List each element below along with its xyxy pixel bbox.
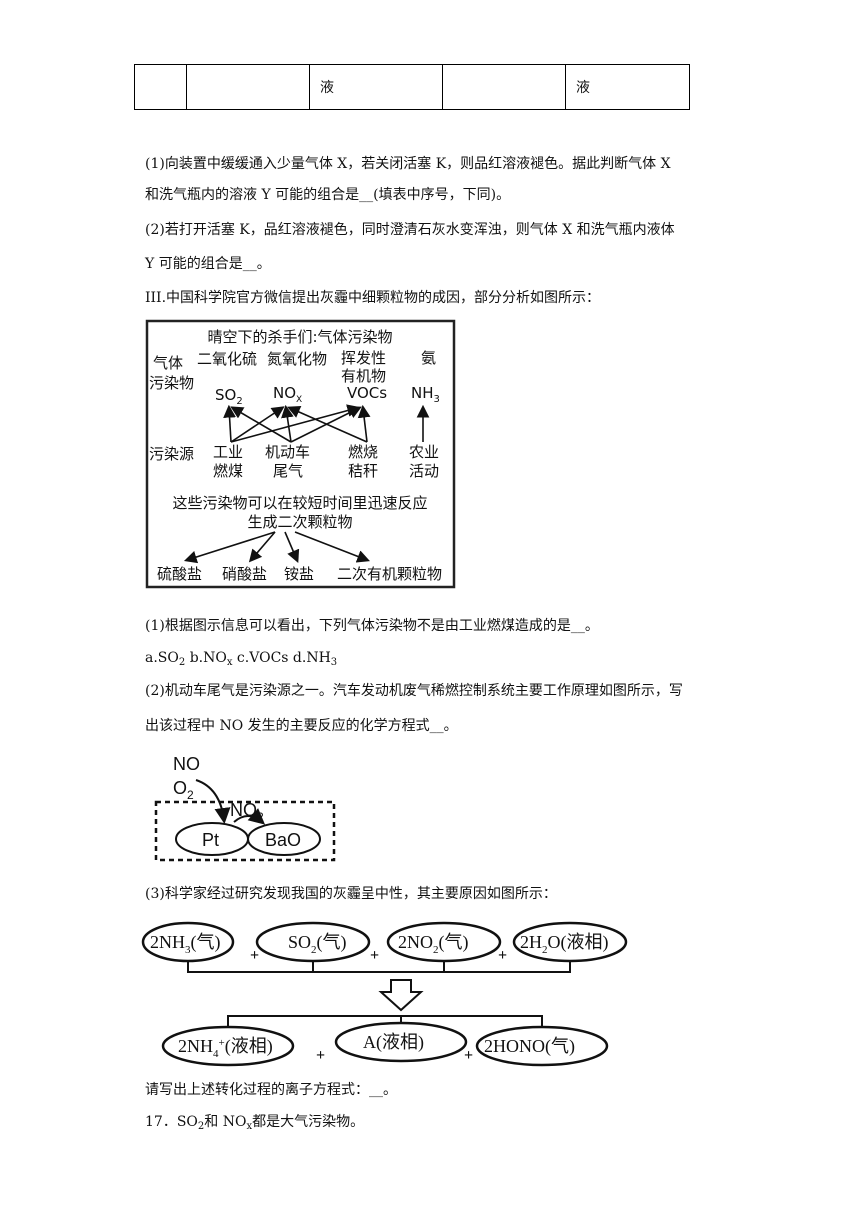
merge-brackets xyxy=(187,961,571,1027)
source-name: 秸秆 xyxy=(348,462,378,480)
section-3-question-2-line-2: 出该过程中 NO 发生的主要反应的化学方程式__。 xyxy=(145,718,458,734)
gas-name: 有机物 xyxy=(341,367,386,385)
product-hono: 2HONO(气) xyxy=(484,1036,575,1057)
gas-formula-nh3: NH3 xyxy=(411,384,440,405)
question-17: 17．SO2和 NOx都是大气污染物。 xyxy=(145,1114,365,1132)
source-name: 工业 xyxy=(213,443,243,461)
reaction-text: 这些污染物可以在较短时间里迅速反应 xyxy=(172,494,427,512)
product-name: 铵盐 xyxy=(284,565,314,583)
section-3-question-3: (3)科学家经过研究发现我国的灰霾呈中性，其主要原因如图所示： xyxy=(145,886,557,902)
bao-ellipse xyxy=(247,822,321,856)
catalyst-diagram: NO O2 NO2 Pt BaO xyxy=(154,754,336,862)
answer-options: a.SO2 b.NOx c.VOCs d.NH3 xyxy=(145,650,338,668)
reactant-nh3: 2NH3(气) xyxy=(150,932,221,956)
no2-transfer-arrow xyxy=(233,808,266,825)
row-label-gas: 气体 xyxy=(153,354,183,372)
section-3-intro: III.中国科学院官方微信提出灰霾中细颗粒物的成因，部分分析如图所示： xyxy=(145,290,601,306)
table-cell xyxy=(442,64,566,110)
reactant-no2: 2NO2(气) xyxy=(398,932,469,956)
reactor-boundary xyxy=(154,800,336,862)
section-3-question-3-ask: 请写出上述转化过程的离子方程式：__。 xyxy=(145,1082,397,1098)
product-name: 二次有机颗粒物 xyxy=(337,565,442,583)
down-arrow-icon xyxy=(378,979,424,1012)
question-2-line-2: Y 可能的组合是__。 xyxy=(145,256,271,272)
gas-formula-nox: NOX xyxy=(273,384,302,405)
plus-sign: + xyxy=(370,947,379,964)
reactant-h2o: 2H2O(液相) xyxy=(520,932,609,956)
label-o2: O2 xyxy=(173,778,194,802)
product-name: 硝酸盐 xyxy=(222,565,267,583)
table-row: 液 液 xyxy=(134,64,690,110)
gas-formula-vocs: VOCs xyxy=(347,384,387,402)
gas-name: 氮氧化物 xyxy=(267,350,327,368)
question-1-line-1: (1)向装置中缓缓通入少量气体 X，若关闭活塞 K，则品红溶液褪色。据此判断气体… xyxy=(145,156,671,172)
source-name: 燃烧 xyxy=(348,443,378,461)
reaction-text: 生成二次颗粒物 xyxy=(247,513,352,531)
gas-name: 挥发性 xyxy=(341,349,386,367)
source-name: 机动车 xyxy=(265,443,310,461)
gas-name: 二氧化硫 xyxy=(197,350,257,368)
haze-reaction-diagram: 2NH3(气) SO2(气) 2NO2(气) 2H2O(液相) 2NH4+(液相… xyxy=(141,921,628,1067)
source-name: 农业 xyxy=(409,443,439,461)
section-3-question-1: (1)根据图示信息可以看出，下列气体污染物不是由工业燃煤造成的是__。 xyxy=(145,618,599,634)
table-cell: 液 xyxy=(309,64,443,110)
source-name: 尾气 xyxy=(273,462,303,480)
plus-sign: + xyxy=(316,1047,325,1064)
section-3-question-2-line-1: (2)机动车尾气是污染源之一。汽车发动机废气稀燃控制系统主要工作原理如图所示，写 xyxy=(145,683,683,699)
gas-name: 氨 xyxy=(421,349,436,367)
table-cell: 液 xyxy=(565,64,690,110)
reagent-table: 液 液 xyxy=(134,64,690,110)
label-no: NO xyxy=(173,754,200,774)
diagram-title: 晴空下的杀手们:气体污染物 xyxy=(207,328,392,346)
label-pt: Pt xyxy=(202,830,219,850)
plus-sign: + xyxy=(464,1047,473,1064)
row-label-gas: 污染物 xyxy=(149,374,194,392)
pollutant-diagram: 晴空下的杀手们:气体污染物 气体 污染物 二氧化硫 氮氧化物 挥发性 有机物 氨… xyxy=(145,319,456,589)
product-arrows xyxy=(183,531,370,564)
plus-sign: + xyxy=(250,947,259,964)
product-a: A(液相) xyxy=(363,1032,424,1053)
reactant-so2: SO2(气) xyxy=(288,932,347,956)
question-2-line-1: (2)若打开活塞 K，品红溶液褪色，同时澄清石灰水变浑浊，则气体 X 和洗气瓶内… xyxy=(145,222,675,238)
label-bao: BaO xyxy=(265,830,301,850)
source-name: 燃煤 xyxy=(213,462,243,480)
product-nh4: 2NH4+(液相) xyxy=(178,1036,273,1060)
question-1-line-2: 和洗气瓶内的溶液 Y 可能的组合是__(填表中序号，下同)。 xyxy=(145,187,511,203)
table-cell xyxy=(134,64,187,110)
diagram-frame xyxy=(145,319,456,589)
product-name: 硫酸盐 xyxy=(157,565,202,583)
source-arrows xyxy=(223,404,430,443)
plus-sign: + xyxy=(498,947,507,964)
gas-formula-so2: SO2 xyxy=(215,386,243,407)
table-cell xyxy=(186,64,310,110)
gas-inflow-arrow xyxy=(195,779,231,824)
source-name: 活动 xyxy=(409,462,439,480)
row-label-source: 污染源 xyxy=(149,445,194,463)
